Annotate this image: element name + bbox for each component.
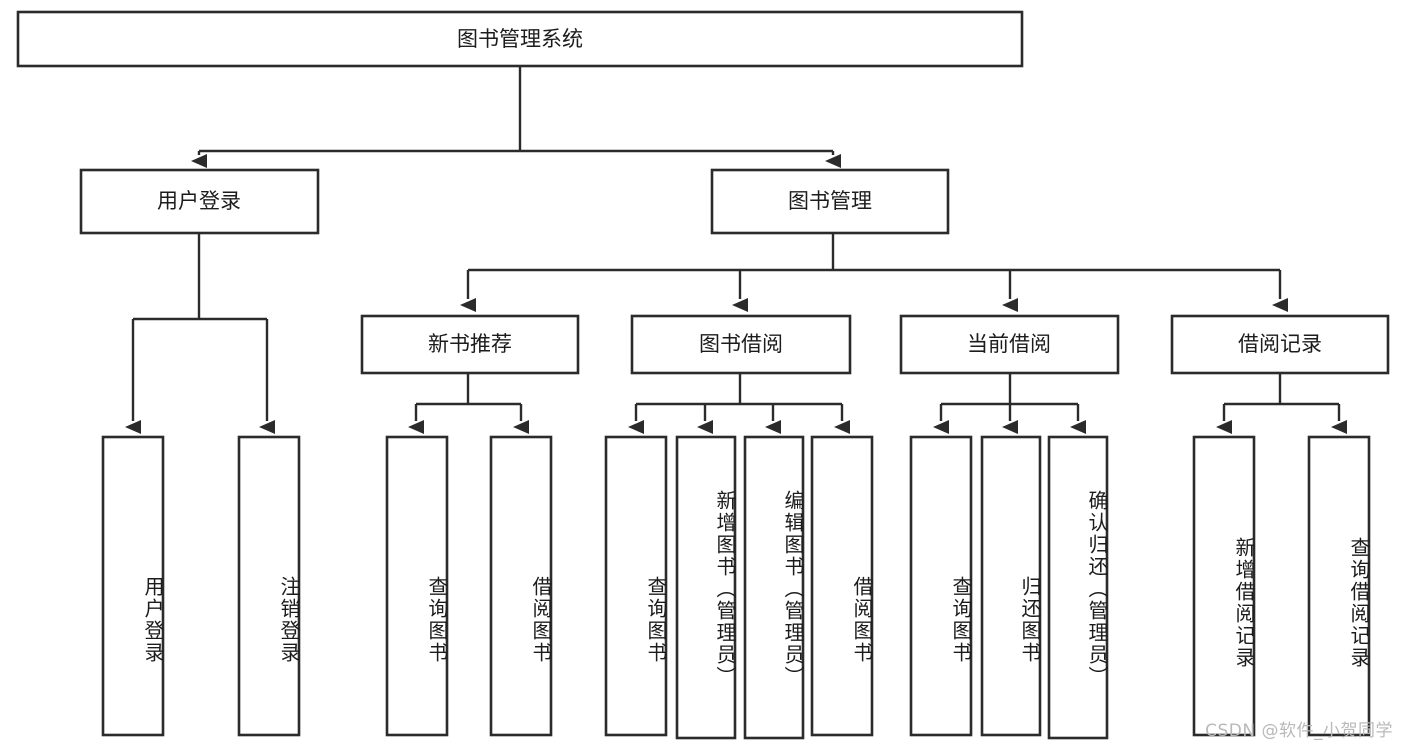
leaf-box-add-record[interactable] <box>1192 435 1256 737</box>
leaf-box-query-record[interactable] <box>1307 435 1371 737</box>
node-root-label: 图书管理系统 <box>457 27 583 51</box>
node-book-management-label: 图书管理 <box>788 189 872 213</box>
connectors-bookmgmt-to-level3 <box>460 233 1288 312</box>
node-new-book-recommend[interactable]: 新书推荐 <box>360 314 580 375</box>
connectors-borrow-to-leaves <box>628 373 850 434</box>
node-book-borrow[interactable]: 图书借阅 <box>630 314 852 375</box>
leaf-box-query-book-borrow[interactable] <box>604 435 668 737</box>
node-new-book-recommend-label: 新书推荐 <box>428 332 512 356</box>
leaf-box-logout[interactable] <box>237 435 301 737</box>
leaf-box-borrow-book-rec[interactable] <box>489 435 553 737</box>
connectors-root-to-level2 <box>191 66 841 168</box>
leaf-box-query-book-current[interactable] <box>909 435 973 737</box>
node-book-management[interactable]: 图书管理 <box>710 168 950 235</box>
node-borrow-record-label: 借阅记录 <box>1238 332 1322 356</box>
leaf-box-query-book-rec[interactable] <box>385 435 449 737</box>
node-user-login[interactable]: 用户登录 <box>79 168 320 235</box>
connectors-current-to-leaves <box>933 373 1086 434</box>
node-current-borrow-label: 当前借阅 <box>967 332 1051 356</box>
leaf-box-confirm-return-admin[interactable] <box>1047 435 1109 740</box>
leaf-box-borrow-book[interactable] <box>810 435 874 737</box>
node-book-borrow-label: 图书借阅 <box>699 332 783 356</box>
connectors-userlogin-to-leaves <box>125 233 275 434</box>
leaf-box-edit-book-admin[interactable] <box>743 435 805 740</box>
leaf-box-user-login[interactable] <box>101 435 165 737</box>
connectors-record-to-leaves <box>1216 373 1347 434</box>
csdn-watermark: CSDN @软件_小贺同学 <box>1205 721 1393 741</box>
node-borrow-record[interactable]: 借阅记录 <box>1170 314 1390 375</box>
node-root[interactable]: 图书管理系统 <box>16 10 1024 68</box>
node-user-login-label: 用户登录 <box>157 189 241 213</box>
node-current-borrow[interactable]: 当前借阅 <box>899 314 1120 375</box>
connectors-newbook-to-leaves <box>408 373 529 434</box>
leaf-box-add-book-admin[interactable] <box>675 435 737 740</box>
leaf-box-return-book[interactable] <box>980 435 1042 737</box>
